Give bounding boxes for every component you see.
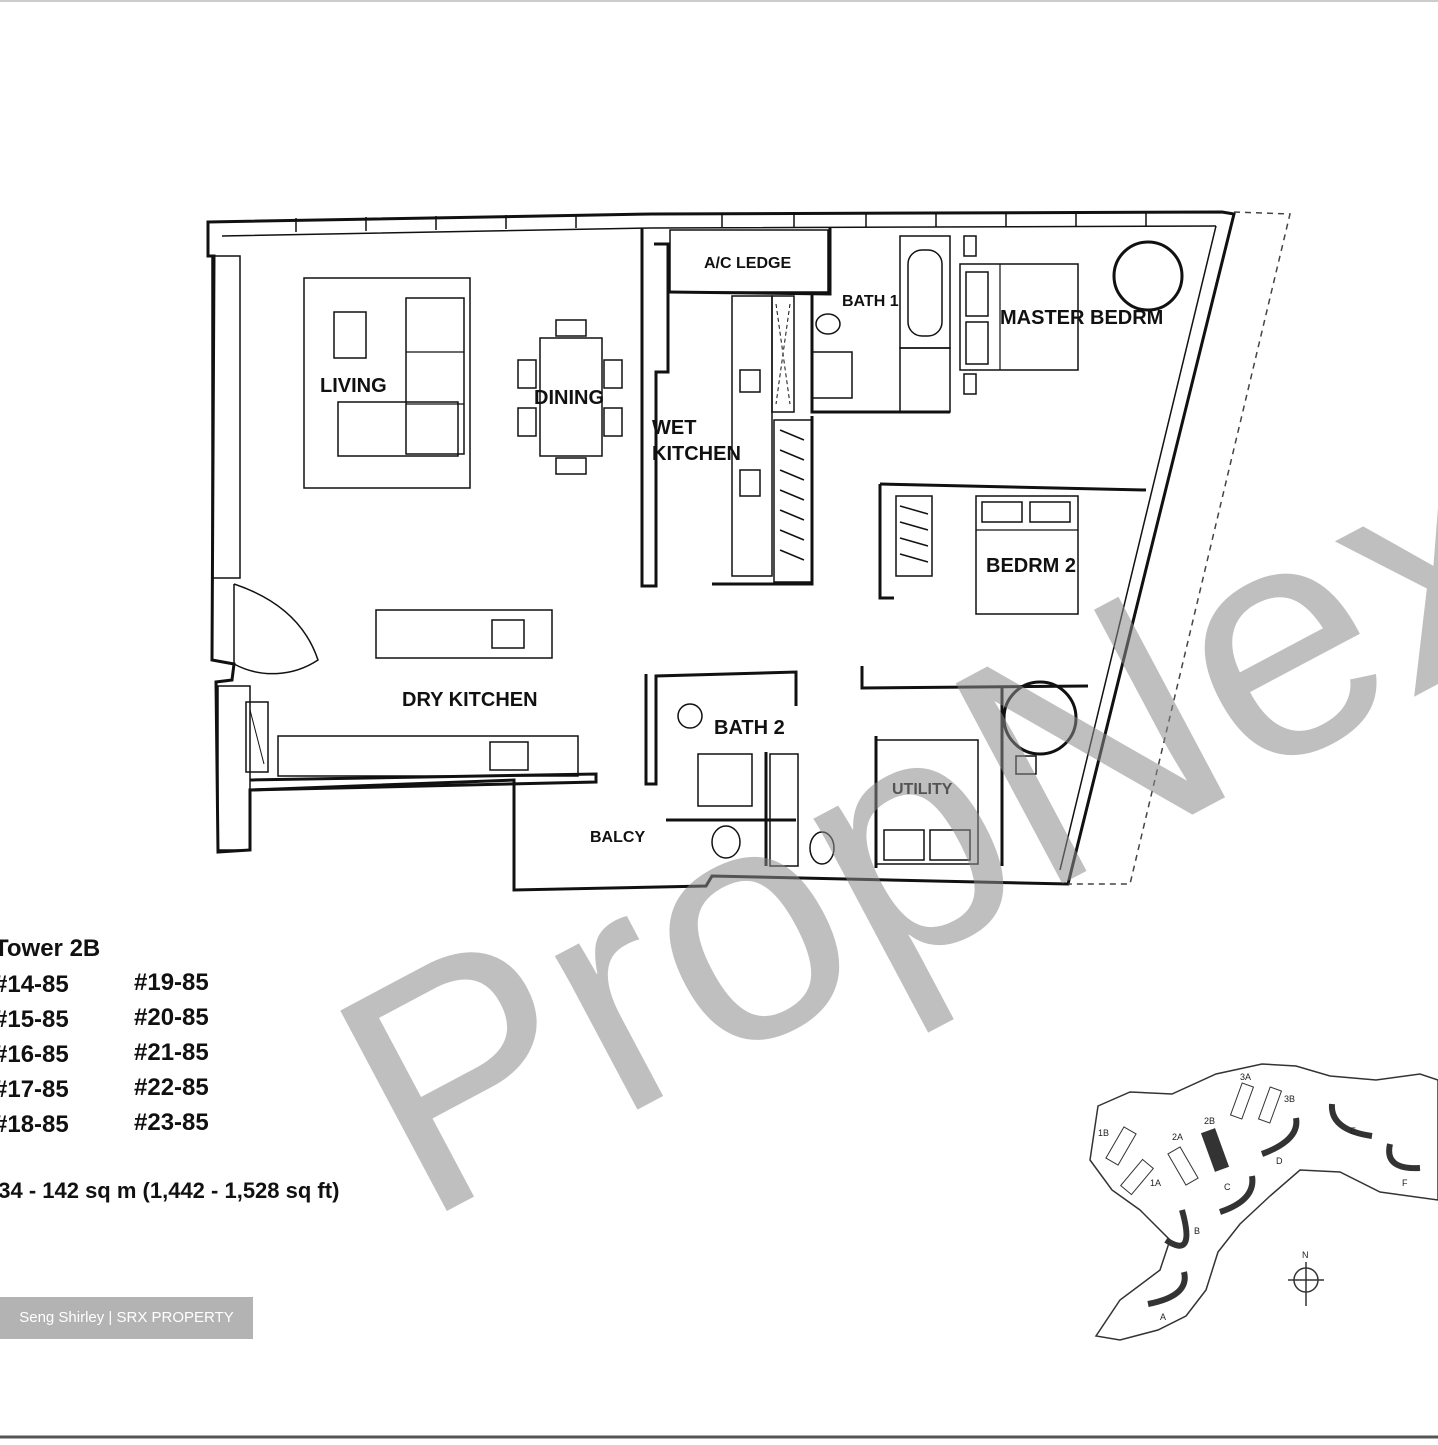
unit-right-5: #23-85 xyxy=(134,1109,209,1136)
unit-left-2: #15-85 xyxy=(0,1006,69,1033)
unit-right-2: #20-85 xyxy=(134,1004,209,1031)
site-2a: 2A xyxy=(1172,1132,1183,1142)
watermark: PropNex xyxy=(283,357,1438,1287)
room-label-wet: WET xyxy=(652,417,696,439)
room-label-bedrm2: BEDRM 2 xyxy=(986,555,1076,577)
unit-left-3: #16-85 xyxy=(0,1041,69,1068)
unit-area: 134 - 142 sq m (1,442 - 1,528 sq ft) xyxy=(0,1178,339,1203)
tower-label: Tower 2B xyxy=(0,935,100,962)
room-label-dry-kitchen: DRY KITCHEN xyxy=(402,689,538,711)
room-label-bath2: BATH 2 xyxy=(714,717,785,739)
room-label-dining: DINING xyxy=(534,387,604,409)
site-2b: 2B xyxy=(1204,1116,1215,1126)
living-furniture xyxy=(303,277,471,489)
wardrobe xyxy=(773,419,933,583)
north-label: N xyxy=(1302,1250,1309,1260)
unit-left-5: #18-85 xyxy=(0,1111,69,1138)
bed2 xyxy=(975,495,1079,615)
room-label-balcony: BALCY xyxy=(590,829,645,846)
site-f: F xyxy=(1402,1178,1408,1188)
unit-left-1: #14-85 xyxy=(0,971,69,998)
dining-table xyxy=(517,319,623,475)
credit-badge: Seng Shirley | SRX PROPERTY xyxy=(0,1297,253,1339)
site-3a: 3A xyxy=(1240,1072,1251,1082)
room-label-bath1: BATH 1 xyxy=(842,293,899,310)
site-1b: 1B xyxy=(1098,1128,1109,1138)
wet-kitchen-counters xyxy=(731,295,795,577)
site-e: E xyxy=(1350,1126,1356,1136)
unit-right-1: #19-85 xyxy=(134,969,209,996)
unit-left-4: #17-85 xyxy=(0,1076,69,1103)
site-plan: N 1B 1A 2A 2B 3A 3B B C D E F A xyxy=(1089,1063,1438,1341)
bath1-fixtures xyxy=(811,235,951,413)
unit-right-4: #22-85 xyxy=(134,1074,209,1101)
bath2-fixtures xyxy=(677,703,835,867)
room-label-utility: UTILITY xyxy=(892,781,953,798)
room-label-kitchen: KITCHEN xyxy=(652,443,741,465)
room-label-ac-ledge: A/C LEDGE xyxy=(704,255,791,272)
site-3b: 3B xyxy=(1284,1094,1295,1104)
site-c: C xyxy=(1224,1182,1231,1192)
site-d: D xyxy=(1276,1156,1283,1166)
room-label-master: MASTER BEDRM xyxy=(1000,307,1163,329)
site-b: B xyxy=(1194,1226,1200,1236)
master-bed xyxy=(959,235,1184,395)
unit-right-3: #21-85 xyxy=(134,1039,209,1066)
unit-info: Tower 2B #14-85 #15-85 #16-85 #17-85 #18… xyxy=(0,935,339,1203)
site-1a: 1A xyxy=(1150,1178,1161,1188)
site-a: A xyxy=(1160,1312,1166,1322)
room-label-living: LIVING xyxy=(320,375,387,397)
